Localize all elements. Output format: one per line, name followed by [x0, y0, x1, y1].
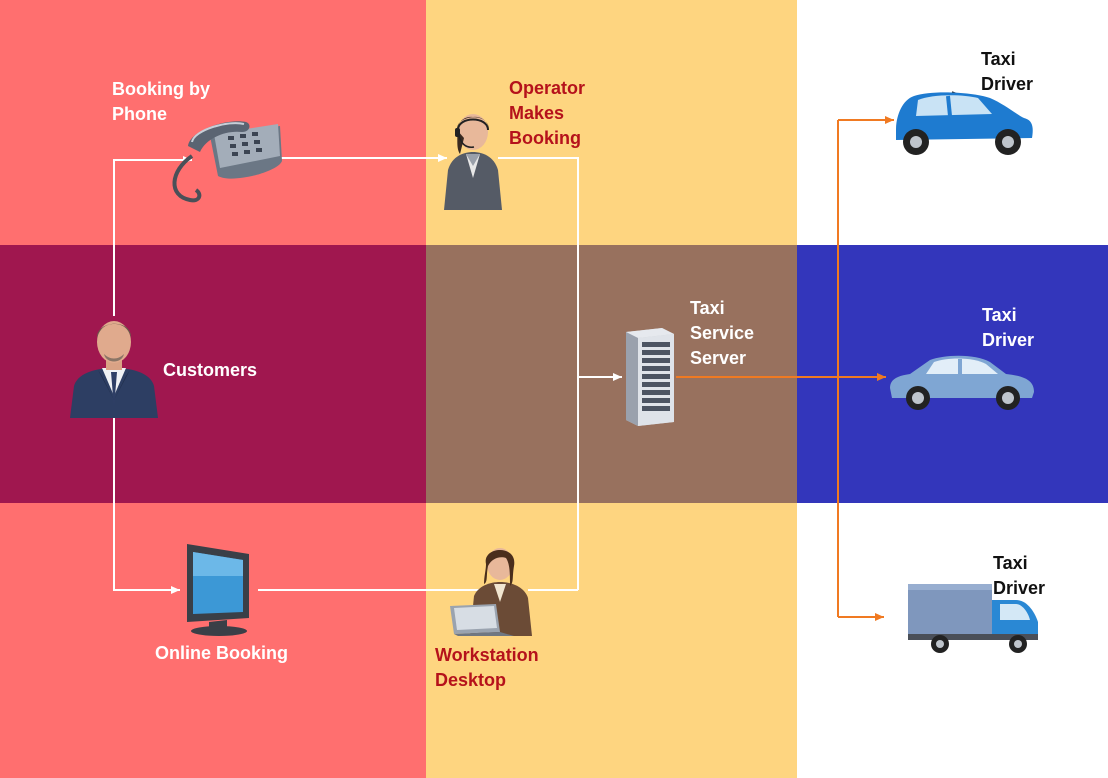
lane-brown-middle: [426, 245, 797, 503]
server-line-1: Taxi: [690, 298, 725, 318]
computer-monitor-icon: [187, 544, 249, 636]
driver-top-line-1: Taxi: [981, 49, 1016, 69]
lane-red-top: [0, 0, 426, 245]
booking-by-phone-label: Booking by Phone: [112, 77, 210, 127]
telephone-icon: [172, 121, 282, 203]
driver-bottom-line-2: Driver: [993, 578, 1046, 598]
server-label: Taxi Service Server: [690, 296, 754, 371]
lane-yellow-bottom: [426, 503, 797, 778]
lane-maroon-middle: [0, 245, 426, 503]
woman-laptop-icon: [450, 548, 532, 636]
driver-bottom-line-1: Taxi: [993, 553, 1028, 573]
delivery-truck-icon: [908, 584, 1038, 653]
online-booking-label: Online Booking: [155, 641, 288, 666]
connector-customer-to-phone: [113, 156, 192, 316]
driver-middle-line-2: Driver: [982, 330, 1035, 350]
operator-line-1: Operator: [509, 78, 586, 98]
workstation-label: Workstation Desktop: [435, 643, 539, 693]
driver-middle-label: Taxi Driver: [982, 303, 1034, 353]
operator-line-2: Makes: [509, 103, 565, 123]
workstation-line-1: Workstation: [435, 645, 539, 665]
operator-line-3: Booking: [509, 128, 581, 148]
driver-top-label: Taxi Driver: [981, 47, 1033, 97]
customers-label: Customers: [163, 358, 257, 383]
driver-top-line-2: Driver: [981, 74, 1034, 94]
hatchback-car-icon: [896, 91, 1033, 155]
online-booking-text: Online Booking: [155, 643, 288, 663]
booking-by-phone-line-2: Phone: [112, 104, 168, 124]
driver-bottom-label: Taxi Driver: [993, 551, 1045, 601]
driver-middle-line-1: Taxi: [982, 305, 1017, 325]
lane-white-bottom: [797, 503, 1108, 778]
connector-operator-to-server: [498, 157, 579, 590]
customers-text: Customers: [163, 360, 258, 380]
server-line-2: Service: [690, 323, 755, 343]
workstation-line-2: Desktop: [435, 670, 507, 690]
connector-customer-to-monitor: [113, 418, 180, 594]
sedan-car-icon: [890, 355, 1034, 410]
operator-label: Operator Makes Booking: [509, 76, 585, 151]
server-rack-icon: [626, 328, 674, 426]
businessman-icon: [70, 321, 158, 418]
server-line-3: Server: [690, 348, 747, 368]
operator-headset-icon: [444, 114, 502, 210]
booking-by-phone-line-1: Booking by: [112, 79, 210, 99]
